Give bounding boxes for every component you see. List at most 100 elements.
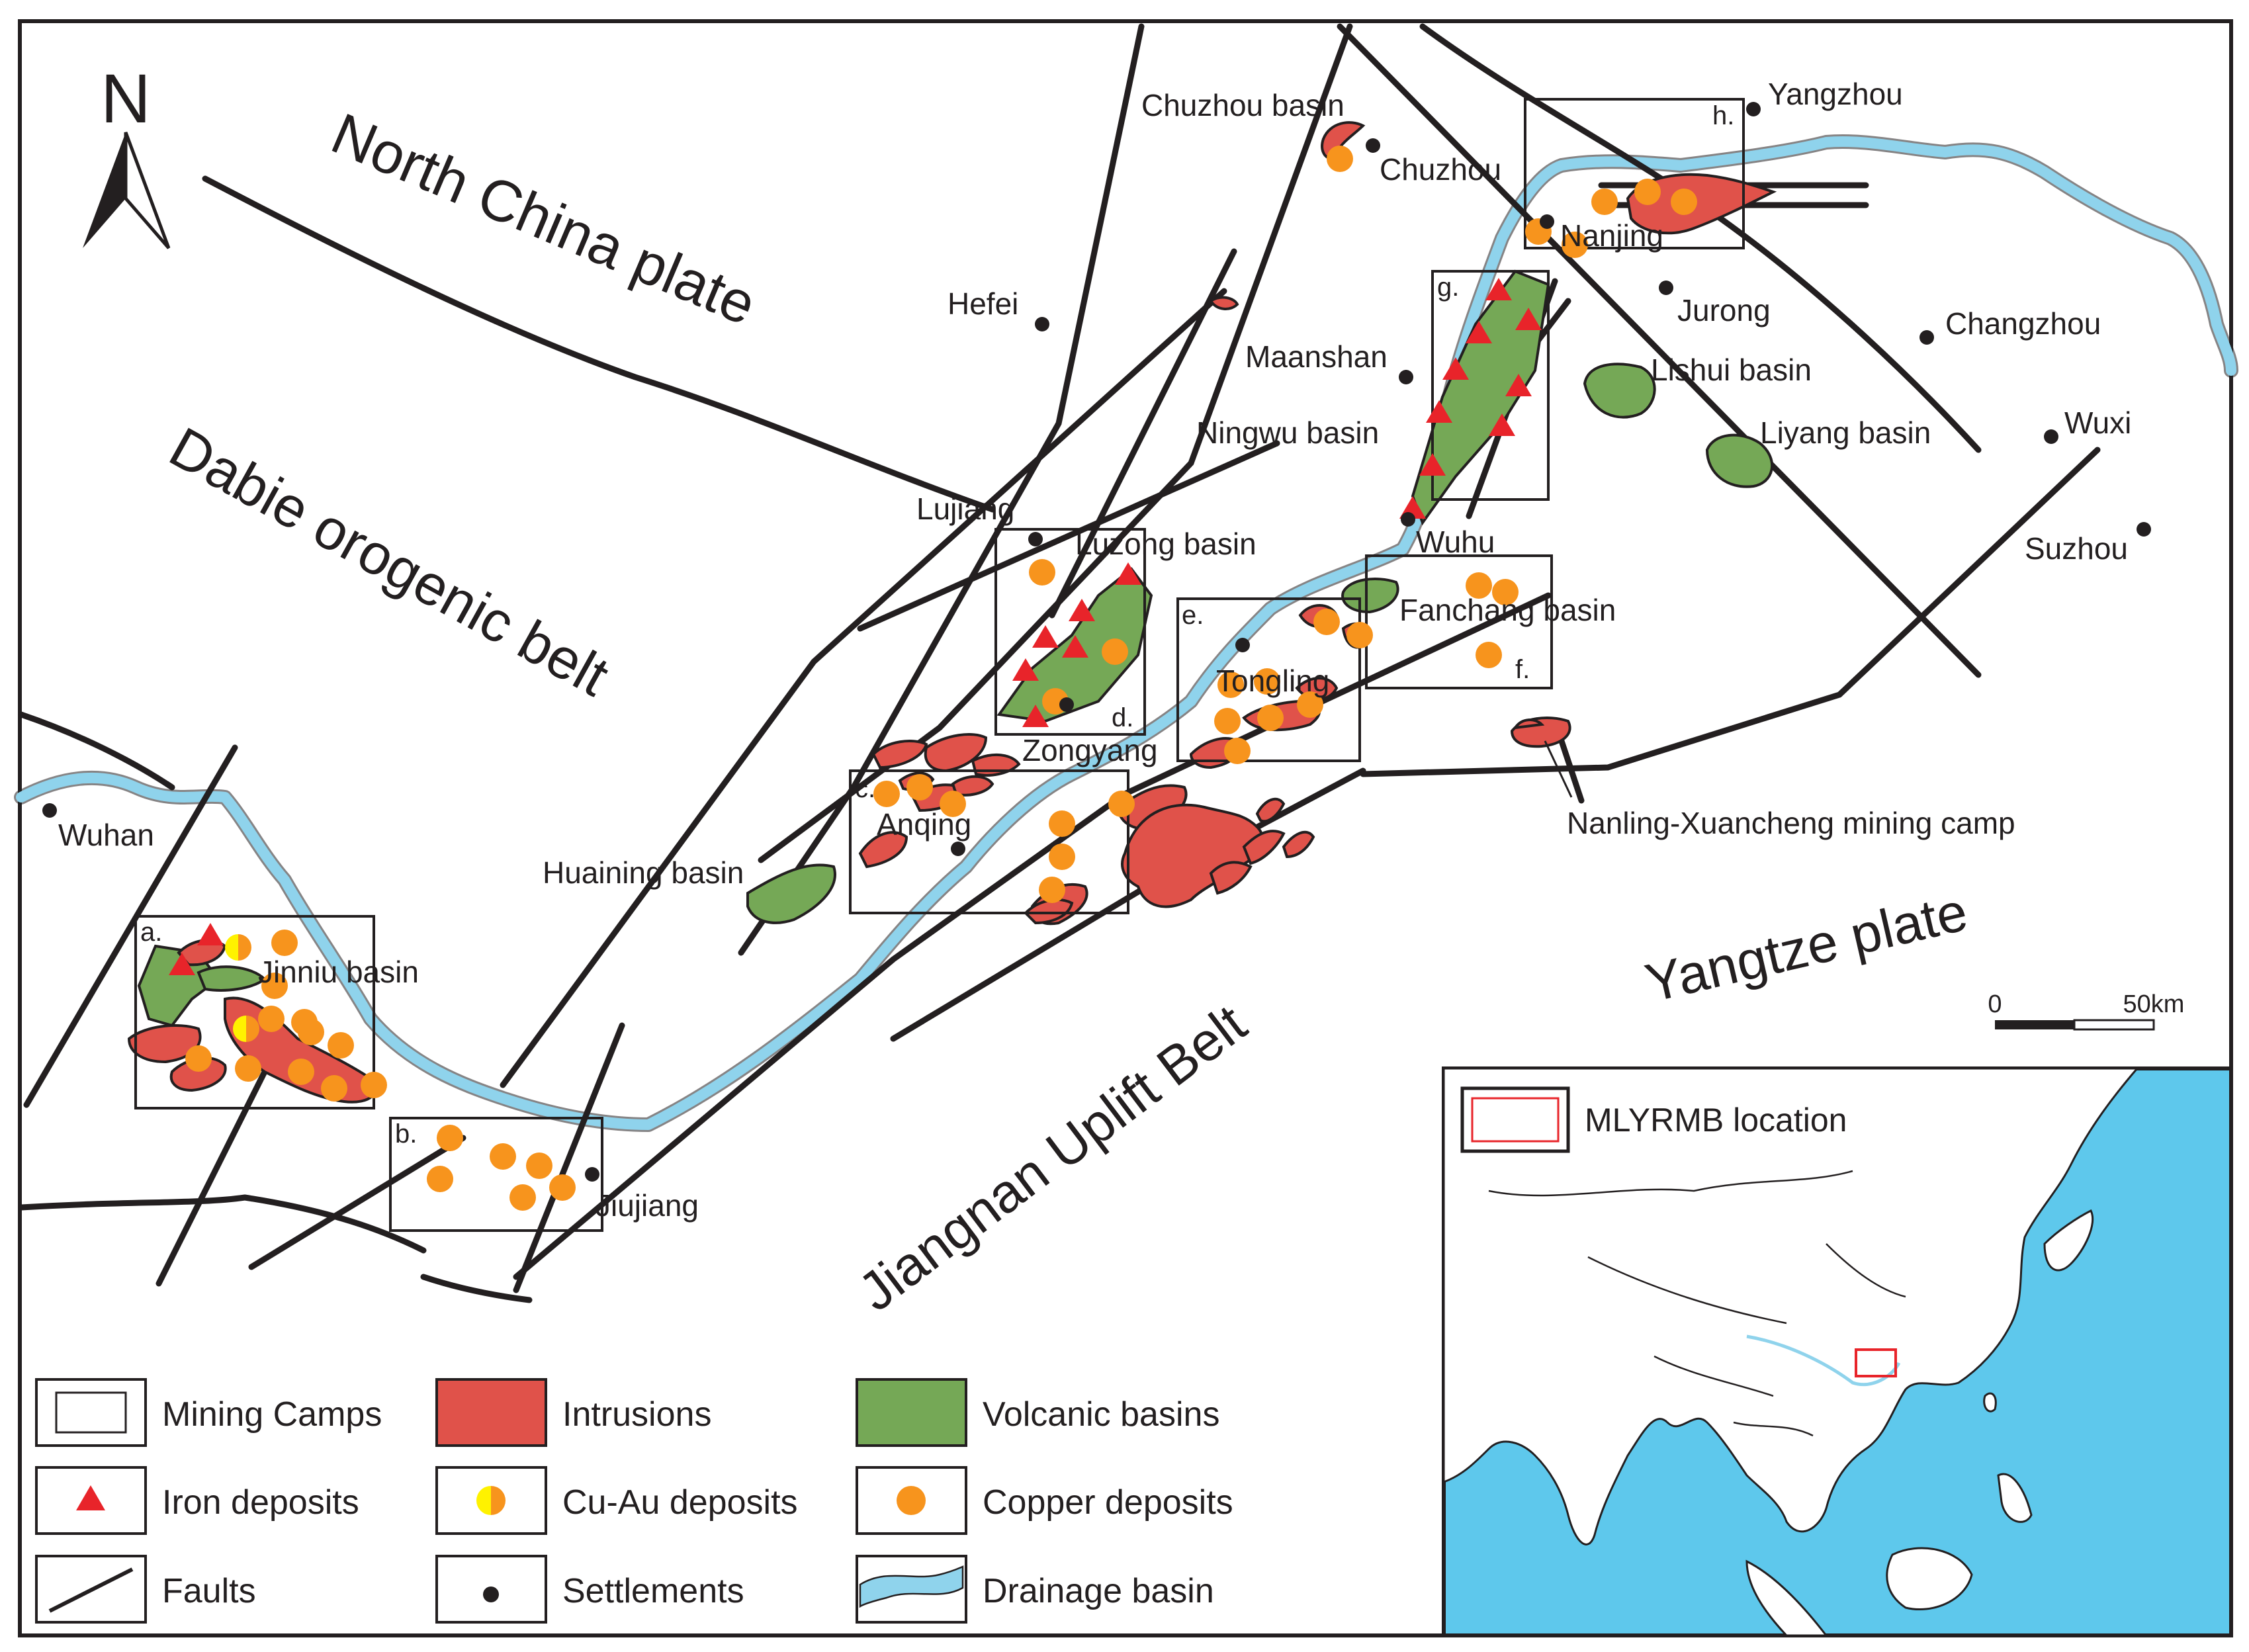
fault-line [857, 440, 1280, 632]
copper-deposit [1476, 642, 1502, 668]
fault-line [513, 1022, 625, 1293]
city-zongyang: Zongyang [1022, 733, 1158, 767]
city-labels: Yangzhou Chuzhou Nanjing Jurong Changzho… [58, 77, 2131, 1223]
copper-deposits [185, 146, 1697, 1211]
copper-deposit [1214, 708, 1241, 734]
camp-label-f: f. [1515, 655, 1530, 684]
city-nanjing: Nanjing [1560, 218, 1663, 253]
copper-deposit [1254, 668, 1280, 695]
copper-deposit [235, 1055, 261, 1082]
basin-ningwu: Ningwu basin [1196, 415, 1379, 450]
camp-label-g: g. [1437, 273, 1459, 302]
iron-deposit [1032, 625, 1059, 648]
mining-camp-labels: a. b. c. d. e. f. g. h. [140, 101, 1734, 1149]
iron-deposit [169, 953, 195, 975]
city-maanshan: Maanshan [1245, 339, 1388, 374]
legend-iron-icon [76, 1485, 105, 1510]
settlement-nanjing [1540, 214, 1554, 229]
iron-deposit [1515, 308, 1542, 330]
iron-deposit [1115, 562, 1141, 585]
inset-japan [2043, 1209, 2094, 1272]
basin-lishui: Lishui basin [1651, 353, 1812, 387]
copper-deposit [940, 791, 966, 817]
iron-deposit [1069, 599, 1095, 621]
copper-deposit [1297, 691, 1323, 718]
legend-faults-label: Faults [162, 1572, 256, 1610]
inset-location-label: MLYRMB location [1585, 1102, 1847, 1139]
iron-deposit [1012, 658, 1039, 681]
mining-camps [134, 98, 1745, 1232]
inset-land [1442, 1067, 2140, 1545]
cu-au-deposits [225, 934, 259, 1042]
scale-bar: 0 50km [1988, 990, 2184, 1031]
copper-deposit [1102, 638, 1128, 665]
city-suzhou: Suzhou [2025, 531, 2128, 566]
legend-iron-label: Iron deposits [162, 1483, 359, 1522]
copper-deposit [1313, 609, 1340, 635]
copper-deposit [288, 1059, 314, 1085]
copper-deposit [1562, 232, 1588, 258]
settlement-yangzhou [1746, 102, 1761, 116]
fault-line [513, 592, 1552, 1280]
camp-label-d: d. [1112, 703, 1133, 732]
mining-camp-b [389, 1117, 603, 1232]
camp-label-e: e. [1182, 601, 1204, 630]
copper-deposit [1634, 179, 1661, 205]
copper-deposit [298, 1019, 324, 1045]
mining-camp-c [849, 769, 1129, 914]
settlement-jiujiang [585, 1167, 599, 1182]
nanling-leader-line [1544, 740, 1573, 798]
settlement-lujiang [1028, 532, 1043, 546]
city-wuxi: Wuxi [2064, 406, 2131, 440]
cu-au-deposit [225, 934, 251, 961]
basin-jinniu: Jinniu basin [258, 955, 419, 989]
camp-label-b: b. [395, 1119, 417, 1149]
legend-cuau-icon-left [476, 1486, 491, 1515]
iron-deposit [1466, 321, 1492, 343]
copper-deposit [1671, 189, 1697, 215]
camp-label-a: a. [140, 918, 162, 947]
inset-borders [1488, 1170, 1906, 1437]
legend: Mining Camps Intrusions Volcanic basins … [35, 1378, 1233, 1624]
fault-line [500, 288, 1227, 1088]
copper-deposit [1049, 844, 1075, 870]
mining-camp-a [134, 915, 375, 1109]
copper-deposit [258, 1006, 285, 1032]
iron-deposit [1022, 705, 1049, 727]
legend-fault-icon [48, 1567, 134, 1613]
cu-au-deposit [233, 1016, 259, 1042]
copper-deposit [328, 1032, 354, 1059]
iron-deposits [169, 278, 1542, 975]
settlement-chuzhou [1366, 138, 1380, 153]
city-changzhou: Changzhou [1945, 306, 2101, 341]
mining-camp-h [1524, 98, 1745, 249]
basin-chuzhou: Chuzhou basin [1141, 88, 1345, 122]
iron-deposit [1489, 413, 1515, 436]
copper-deposit [1466, 572, 1492, 599]
legend-camps-swatch [35, 1378, 147, 1447]
copper-deposit [1257, 705, 1284, 731]
legend-intrusions-swatch [435, 1378, 547, 1447]
copper-deposit [1217, 672, 1244, 698]
legend-drainage-icon [859, 1565, 964, 1608]
legend-volcanic-swatch [856, 1378, 967, 1447]
copper-deposit [1108, 791, 1135, 817]
settlement-wuhu [1401, 512, 1415, 527]
copper-deposit [873, 781, 900, 807]
legend-copper-icon [897, 1486, 926, 1515]
mining-camp-e [1176, 597, 1361, 762]
settlement-hefei [1035, 317, 1049, 331]
iron-deposit [1442, 357, 1469, 380]
copper-deposit [509, 1184, 536, 1211]
settlement-wuhan [42, 803, 57, 818]
copper-deposit [1224, 738, 1251, 764]
copper-deposit [1591, 189, 1618, 215]
legend-copper-label: Copper deposits [983, 1483, 1233, 1522]
nanling-xuancheng-label: Nanling-Xuancheng mining camp [1567, 806, 2015, 840]
volcanic-basin-liyang [1705, 433, 1773, 488]
iron-deposit [1505, 374, 1532, 396]
city-wuhan: Wuhan [58, 818, 154, 852]
city-jurong: Jurong [1677, 293, 1771, 327]
copper-deposit [321, 1075, 347, 1102]
